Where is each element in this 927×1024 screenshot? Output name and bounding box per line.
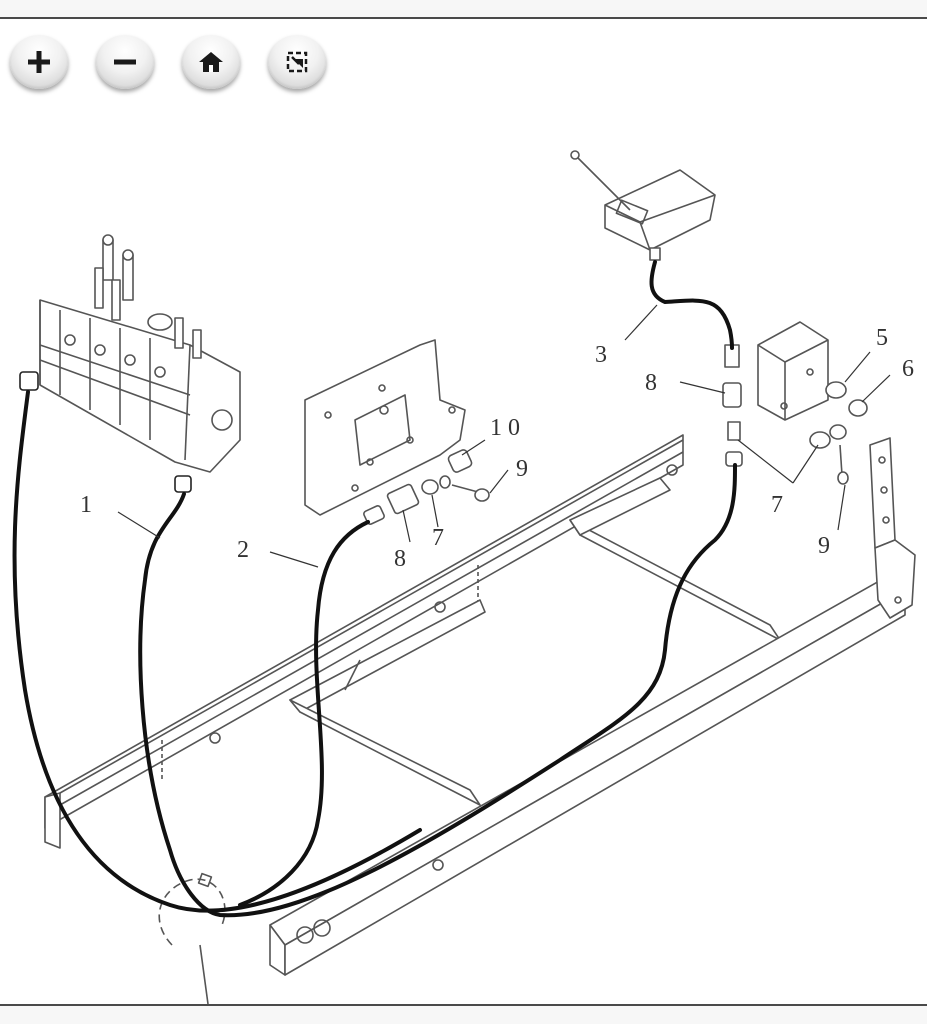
zoom-out-button[interactable] — [96, 35, 154, 89]
home-button[interactable] — [182, 35, 240, 89]
callout-9-right: 9 — [818, 533, 830, 559]
hydraulic-hoses — [12, 260, 737, 918]
callout-10: 1 0 — [490, 415, 520, 441]
callout-9-center: 9 — [516, 456, 528, 482]
fit-to-screen-icon — [286, 51, 308, 73]
home-icon — [199, 52, 223, 72]
callout-8-right: 8 — [645, 370, 657, 396]
callout-1: 1 — [80, 492, 92, 518]
bracket-plate — [304, 339, 466, 516]
callout-2: 2 — [237, 537, 249, 563]
frame-crossmembers — [289, 477, 781, 806]
plus-icon — [28, 51, 50, 73]
hose-return — [12, 390, 422, 913]
frame-far-rail — [44, 434, 684, 849]
hose-2 — [238, 520, 370, 907]
sensor-box — [570, 150, 716, 261]
distribution-block — [757, 321, 829, 421]
callout-8-center: 8 — [394, 546, 406, 572]
mounting-plate-right — [869, 437, 916, 619]
hose-3 — [649, 260, 734, 350]
fit-to-screen-button[interactable] — [268, 35, 326, 89]
callout-6: 6 — [902, 356, 914, 382]
bottom-border — [0, 1004, 927, 1006]
fittings-center — [363, 449, 490, 525]
callout-labels: 1 2 3 5 6 7 7 8 8 9 9 1 0 — [80, 325, 914, 572]
leader-lines — [117, 304, 891, 568]
control-valve-block — [19, 234, 241, 493]
zoom-toolbar — [10, 35, 326, 91]
top-border — [0, 17, 927, 19]
hose-1 — [138, 463, 737, 918]
clamp-detail — [158, 872, 226, 1005]
callout-7-right: 7 — [771, 492, 783, 518]
frame-near-rail — [269, 574, 906, 976]
zoom-in-button[interactable] — [10, 35, 68, 89]
callout-5: 5 — [876, 325, 888, 351]
minus-icon — [114, 59, 136, 65]
fittings-right — [722, 344, 868, 485]
callout-7-center: 7 — [432, 525, 444, 551]
callout-3: 3 — [595, 342, 607, 368]
